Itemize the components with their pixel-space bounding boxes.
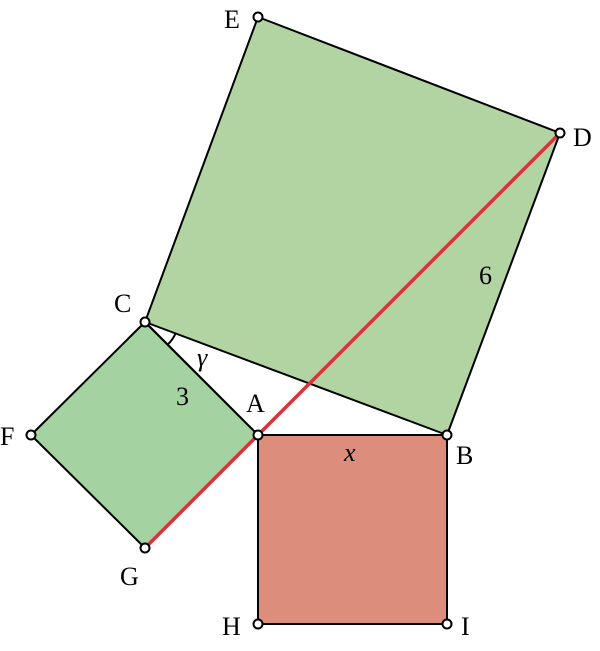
segment-GD-highlight — [143, 131, 562, 550]
points — [25, 11, 566, 630]
point-B — [441, 429, 453, 441]
small-square-CAGF — [30, 321, 259, 549]
large-square-CBDE — [144, 16, 561, 436]
label-C: C — [114, 289, 131, 318]
label-H: H — [222, 612, 241, 641]
label-B: B — [456, 441, 473, 470]
label-D: D — [573, 123, 592, 152]
label-F: F — [0, 422, 14, 451]
label-side-6: 6 — [479, 261, 492, 290]
point-H — [252, 618, 264, 630]
label-side-x: x — [343, 438, 356, 467]
point-I — [441, 618, 453, 630]
label-G: G — [120, 562, 139, 591]
label-A: A — [246, 389, 265, 418]
segment-CA — [144, 321, 259, 436]
label-E: E — [224, 5, 240, 34]
label-angle-gamma: γ — [197, 343, 208, 372]
point-E — [252, 11, 264, 23]
point-F — [25, 429, 37, 441]
angle-gamma-arc — [166, 333, 177, 346]
point-G — [139, 542, 151, 554]
label-I: I — [461, 612, 470, 641]
point-D — [554, 127, 566, 139]
point-C — [139, 316, 151, 328]
label-side-3: 3 — [176, 382, 189, 411]
point-A — [252, 429, 264, 441]
